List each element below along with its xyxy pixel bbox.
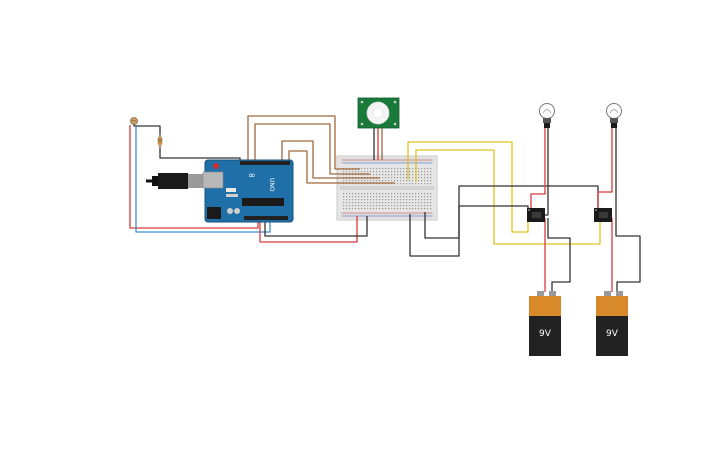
wire-black-gnd bbox=[264, 216, 368, 237]
relay-1[interactable] bbox=[527, 208, 545, 222]
wire-black-ldr bbox=[133, 122, 241, 164]
wire-brown-4 bbox=[288, 150, 395, 184]
wire-black-bat-1 bbox=[547, 218, 571, 292]
battery-1-label: 9V bbox=[539, 329, 552, 339]
wire-yellow-2 bbox=[415, 149, 601, 245]
wire-red-bulb-2 bbox=[597, 128, 613, 212]
photoresistor[interactable] bbox=[130, 117, 138, 125]
wire-brown-3 bbox=[281, 140, 380, 179]
light-bulb-1[interactable] bbox=[539, 103, 555, 129]
wire-black-bulb-2 bbox=[615, 128, 641, 292]
relay-2[interactable] bbox=[594, 208, 612, 222]
battery-1[interactable]: 9V bbox=[529, 291, 561, 356]
arduino-logo: ∞ bbox=[248, 171, 256, 181]
wire-blue-ldr bbox=[135, 125, 271, 233]
wire-black-relay-2 bbox=[409, 205, 529, 257]
wire-red-ldr bbox=[129, 125, 259, 229]
battery-2[interactable]: 9V bbox=[596, 291, 628, 356]
wire-brown-2 bbox=[254, 123, 370, 175]
pir-sensor[interactable] bbox=[357, 97, 400, 129]
light-bulb-2[interactable] bbox=[606, 103, 622, 129]
wire-red-bulb-1 bbox=[530, 128, 546, 212]
breadboard[interactable] bbox=[336, 155, 438, 221]
arduino-label: UNO bbox=[268, 178, 275, 192]
wire-red-power bbox=[259, 216, 358, 243]
wire-brown-1 bbox=[247, 115, 360, 170]
resistor[interactable] bbox=[157, 134, 163, 148]
usb-cable bbox=[146, 173, 204, 189]
arduino-uno[interactable]: ∞ UNO bbox=[146, 159, 294, 223]
wire-yellow-1 bbox=[407, 141, 529, 233]
battery-2-label: 9V bbox=[606, 329, 619, 339]
